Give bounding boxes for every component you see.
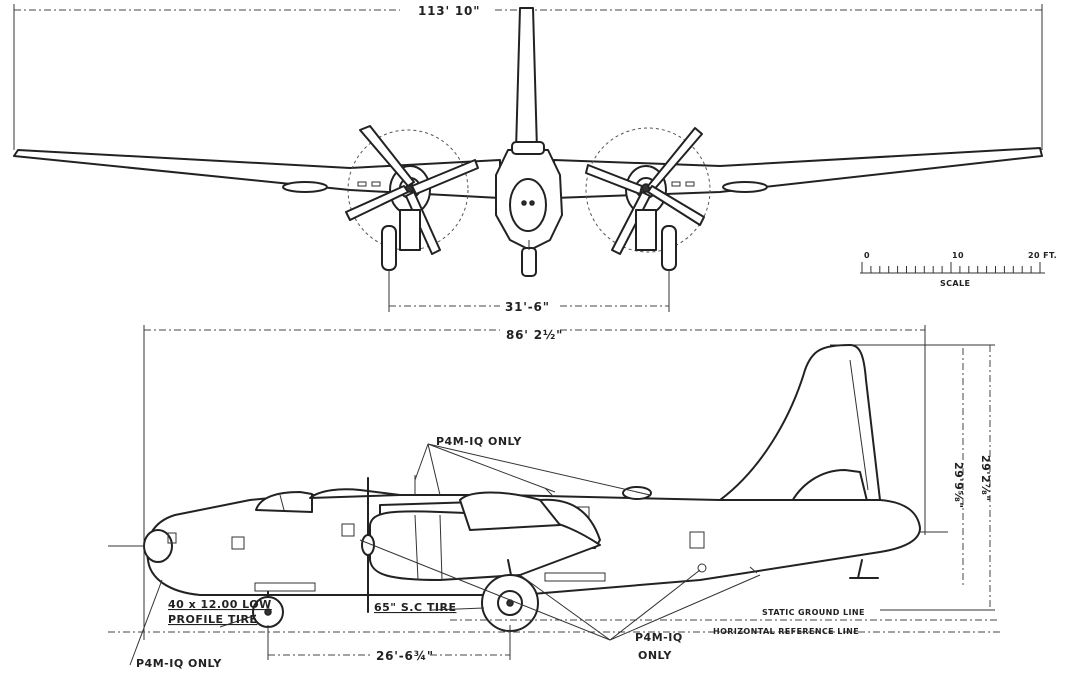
side-main-gear [481,559,539,632]
height-static-dimension: 29'9⅝" [952,462,965,508]
wheelbase-dimension: 26'-6¾" [376,649,434,663]
scale-tick-0: 0 [864,251,870,260]
p4m-top-callout: P4M-IQ ONLY [436,435,522,448]
length-dimension: 86' 2½" [506,328,563,342]
height-total-dimension: 29'2⅞" [979,455,992,501]
scale-bar: 0 10 20 FT. SCALE [860,251,1057,288]
scale-tick-20: 20 FT. [1028,251,1057,260]
main-tire-callout: 65" S.C TIRE [374,601,456,614]
horizontal-reference-line-label: HORIZONTAL REFERENCE LINE [713,627,859,636]
front-view: 113' 10" [13,4,1043,314]
scale-label: SCALE [940,279,970,288]
front-engine-left [345,125,479,271]
nose-tire-callout-line2: PROFILE TIRE [168,613,257,626]
front-tail-fin [515,7,538,151]
p4m-nose-callout: P4M-IQ ONLY [136,657,222,670]
side-view: 86' 2½" 29'2⅞" 29'9⅝" [108,325,1000,666]
static-ground-line-label: STATIC GROUND LINE [762,608,865,617]
front-engine-right [585,127,711,271]
nose-tire-callout-line1: 40 x 12.00 LOW [168,598,272,611]
span-dimension: 113' 10" [418,4,480,18]
p4m-bottom-callout-line2: ONLY [638,649,672,662]
track-dimension: 31'-6" [505,300,550,314]
side-nose-gear [252,591,284,628]
scale-tick-10: 10 [952,251,964,260]
p4m-bottom-callout-line1: P4M-IQ [635,631,683,644]
side-engine-nacelle [369,510,601,581]
side-tail-fin [719,344,881,501]
